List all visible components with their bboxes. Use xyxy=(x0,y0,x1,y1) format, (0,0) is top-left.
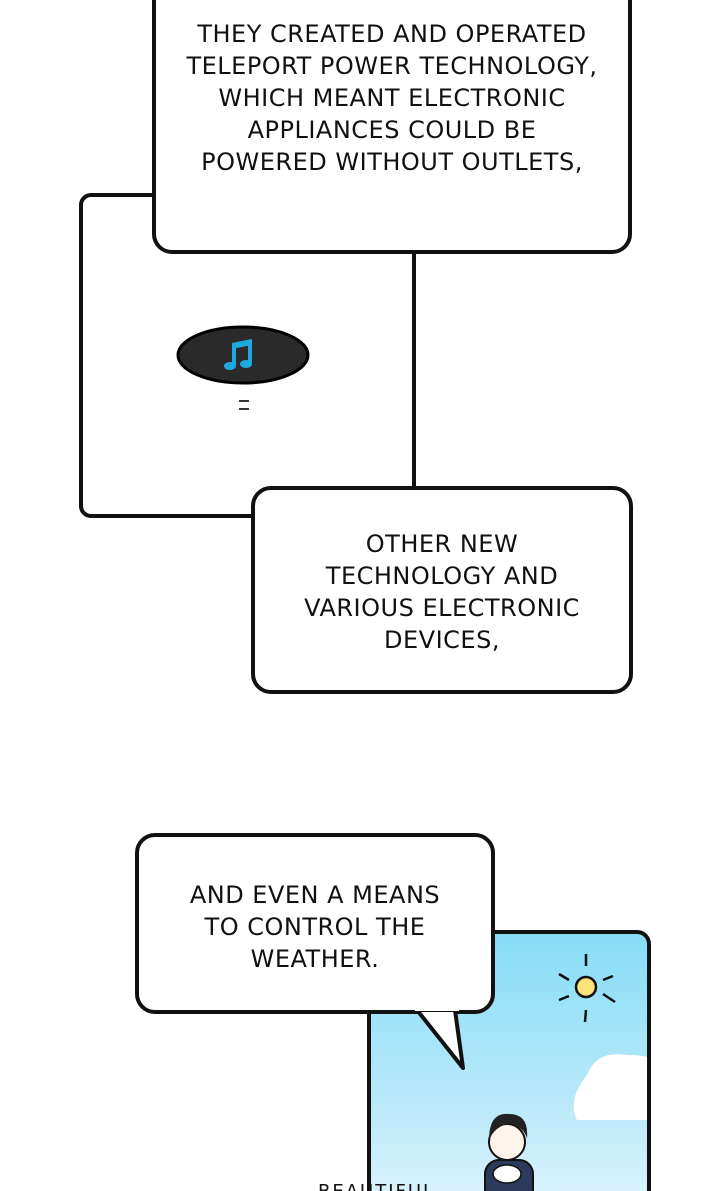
narration-box: THEY CREATED AND OPERATED TELEPORT POWER… xyxy=(152,0,632,254)
narration-text: OTHER NEW TECHNOLOGY AND VARIOUS ELECTRO… xyxy=(304,530,580,654)
character xyxy=(484,1113,534,1191)
speech-bubble-tail xyxy=(415,1008,465,1070)
speech-text: AND EVEN A MEANS TO CONTROL THE WEATHER. xyxy=(189,881,441,973)
narration-text: THEY CREATED AND OPERATED TELEPORT POWER… xyxy=(186,20,598,176)
sky-scene xyxy=(484,954,647,1191)
sun-icon xyxy=(558,954,616,1023)
speech-bubble: AND EVEN A MEANS TO CONTROL THE WEATHER. xyxy=(135,833,495,1014)
music-note-icon xyxy=(224,339,252,370)
sfx-text: BEAUTIFUL xyxy=(318,1176,435,1191)
smart-speaker-icon xyxy=(176,325,310,410)
narration-box: OTHER NEW TECHNOLOGY AND VARIOUS ELECTRO… xyxy=(251,486,633,694)
